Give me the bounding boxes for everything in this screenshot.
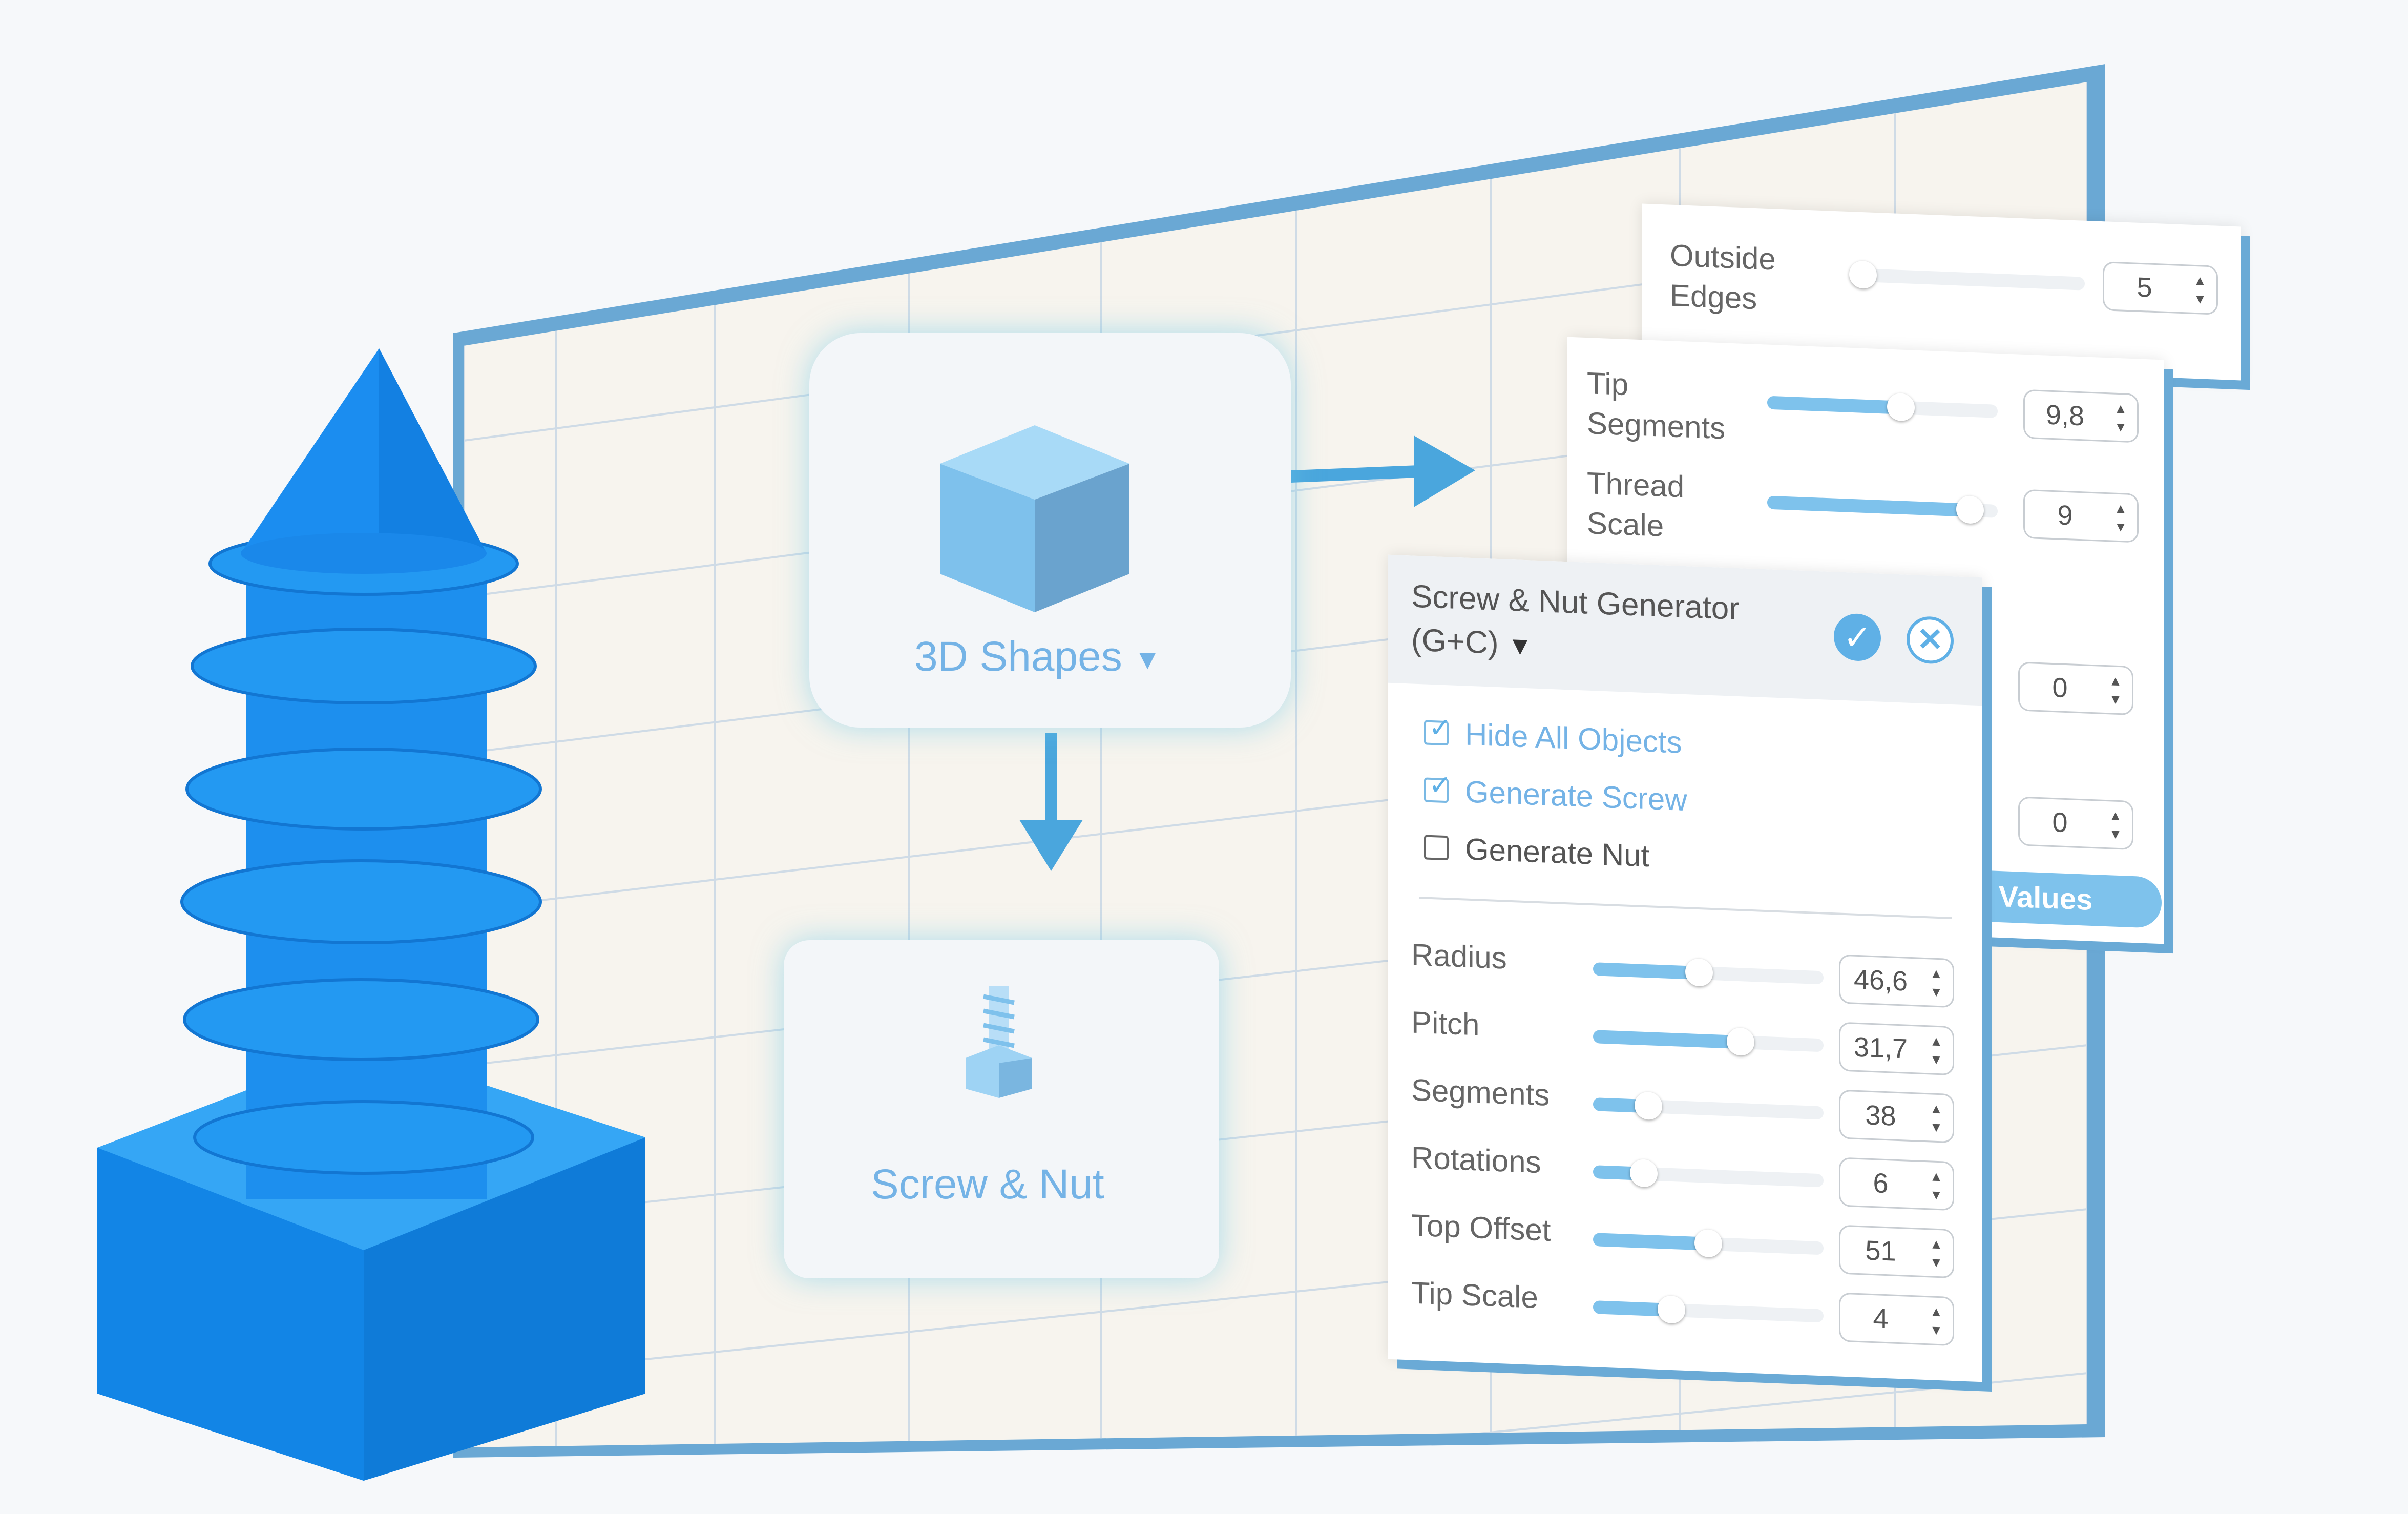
segments-slider[interactable] (1593, 1091, 1824, 1121)
spin-down-icon[interactable]: ▼ (1930, 1187, 1943, 1203)
pitch-input[interactable]: 31,7▲▼ (1839, 1022, 1954, 1076)
radius-label: Radius (1411, 937, 1507, 976)
outside-edges-label: Outside Edges (1670, 238, 1776, 316)
triangle-down-icon[interactable]: ▼ (1507, 631, 1533, 661)
slider-knob[interactable] (1658, 1295, 1685, 1324)
arrow-down (1019, 733, 1083, 871)
slider-knob[interactable] (1849, 260, 1877, 289)
slider-fill (1593, 1030, 1741, 1049)
slider-knob[interactable] (1956, 495, 1984, 524)
tip-scale-input[interactable]: 4▲▼ (1839, 1292, 1954, 1346)
hide-all-objects-label: Hide All Objects (1465, 717, 1682, 760)
flow-arrows (1019, 435, 1475, 871)
spin-up-icon[interactable]: ▲ (1930, 1236, 1943, 1252)
spin-up-icon[interactable]: ▲ (2114, 500, 2127, 516)
extra-input-2[interactable]: 0 ▲ ▼ (2018, 796, 2133, 851)
spin-up-icon[interactable]: ▲ (1930, 965, 1943, 982)
triangle-down-icon[interactable]: ▼ (1134, 644, 1161, 675)
spin-up-icon[interactable]: ▲ (1930, 1033, 1943, 1049)
slider-fill (1593, 1233, 1708, 1251)
screw-model (97, 348, 645, 1481)
rotations-label: Rotations (1411, 1140, 1541, 1180)
tip-segments-slider[interactable] (1767, 392, 1998, 422)
generator-shortcut-row: (G+C) ▼ (1411, 619, 1533, 667)
generator-shortcut: (G+C) (1411, 622, 1499, 661)
shapes-label: 3D Shapes (914, 633, 1122, 680)
slider-knob[interactable] (1694, 1229, 1722, 1258)
spin-down-icon[interactable]: ▼ (1930, 984, 1943, 1000)
spin-up-icon[interactable]: ▲ (1930, 1303, 1943, 1320)
thread-scale-slider[interactable] (1767, 495, 1998, 524)
spin-down-icon[interactable]: ▼ (1930, 1254, 1943, 1271)
spin-up-icon[interactable]: ▲ (1930, 1168, 1943, 1185)
tip-scale-slider[interactable] (1593, 1295, 1824, 1324)
top-offset-slider[interactable] (1593, 1229, 1824, 1258)
thread-scale-label: Thread Scale (1587, 466, 1685, 543)
divider (1419, 897, 1952, 919)
spin-down-icon[interactable]: ▼ (2114, 419, 2127, 435)
top-offset-input[interactable]: 51▲▼ (1839, 1225, 1954, 1279)
generate-screw-label: Generate Screw (1465, 774, 1687, 818)
spin-down-icon[interactable]: ▼ (1930, 1051, 1943, 1068)
spin-down-icon[interactable]: ▼ (1930, 1119, 1943, 1135)
spin-down-icon[interactable]: ▼ (2193, 291, 2207, 307)
segments-label: Segments (1411, 1072, 1550, 1112)
spin-up-icon[interactable]: ▲ (2193, 272, 2207, 288)
outside-edges-slider[interactable] (1849, 260, 2085, 291)
spin-down-icon[interactable]: ▼ (2109, 691, 2122, 708)
top-offset-label: Top Offset (1411, 1208, 1551, 1248)
arrow-right (1290, 435, 1475, 507)
generator-panel: Screw & Nut Generator (G+C) ▼ ✓ ✕ ✓ Hide… (1388, 554, 1982, 1382)
default-values-button[interactable]: lt Values (1957, 869, 2162, 929)
spin-down-icon[interactable]: ▼ (2114, 519, 2127, 535)
slider-knob[interactable] (1685, 958, 1713, 987)
spin-up-icon[interactable]: ▲ (1930, 1101, 1943, 1117)
cube-icon (940, 425, 1129, 612)
spin-up-icon[interactable]: ▲ (2109, 807, 2122, 824)
spin-up-icon[interactable]: ▲ (2109, 673, 2122, 689)
slider-knob[interactable] (1635, 1091, 1662, 1121)
spin-down-icon[interactable]: ▼ (1930, 1322, 1943, 1338)
rotations-input[interactable]: 6▲▼ (1839, 1157, 1954, 1211)
generate-nut-label: Generate Nut (1465, 832, 1650, 874)
slider-fill (1593, 962, 1699, 980)
rotations-slider[interactable] (1593, 1158, 1824, 1188)
outside-edges-input[interactable]: 5 ▲ ▼ (2103, 261, 2218, 315)
slider-knob[interactable] (1630, 1158, 1658, 1188)
radius-slider[interactable] (1593, 958, 1824, 987)
screw-nut-label: Screw & Nut (871, 1161, 1104, 1208)
hide-all-objects-checkbox[interactable]: ✓ (1424, 712, 1452, 746)
spin-up-icon[interactable]: ▲ (2114, 400, 2127, 417)
spin-down-icon[interactable]: ▼ (2109, 826, 2122, 842)
segments-input[interactable]: 38▲▼ (1839, 1089, 1954, 1144)
generate-screw-checkbox[interactable]: ✓ (1424, 770, 1452, 803)
slider-knob[interactable] (1887, 392, 1915, 422)
slider-knob[interactable] (1727, 1027, 1754, 1056)
thread-scale-input[interactable]: 9 ▲ ▼ (2023, 489, 2139, 543)
screw-nut-icon (966, 986, 1032, 1098)
screw-nut-tile[interactable]: Screw & Nut (784, 940, 1219, 1278)
tip-segments-label: Tip Segments (1587, 366, 1726, 446)
tip-scale-label: Tip Scale (1411, 1275, 1538, 1315)
grid-line-horizontal (464, 1372, 2087, 1447)
extra-input-1[interactable]: 0 ▲ ▼ (2018, 661, 2133, 716)
tip-segments-input[interactable]: 9,8 ▲ ▼ (2023, 389, 2139, 443)
pitch-label: Pitch (1411, 1005, 1480, 1042)
pitch-slider[interactable] (1593, 1027, 1824, 1056)
generate-nut-checkbox[interactable] (1424, 835, 1449, 861)
radius-input[interactable]: 46,6▲▼ (1839, 954, 1954, 1008)
shapes-tile[interactable]: 3D Shapes ▼ (809, 333, 1291, 728)
